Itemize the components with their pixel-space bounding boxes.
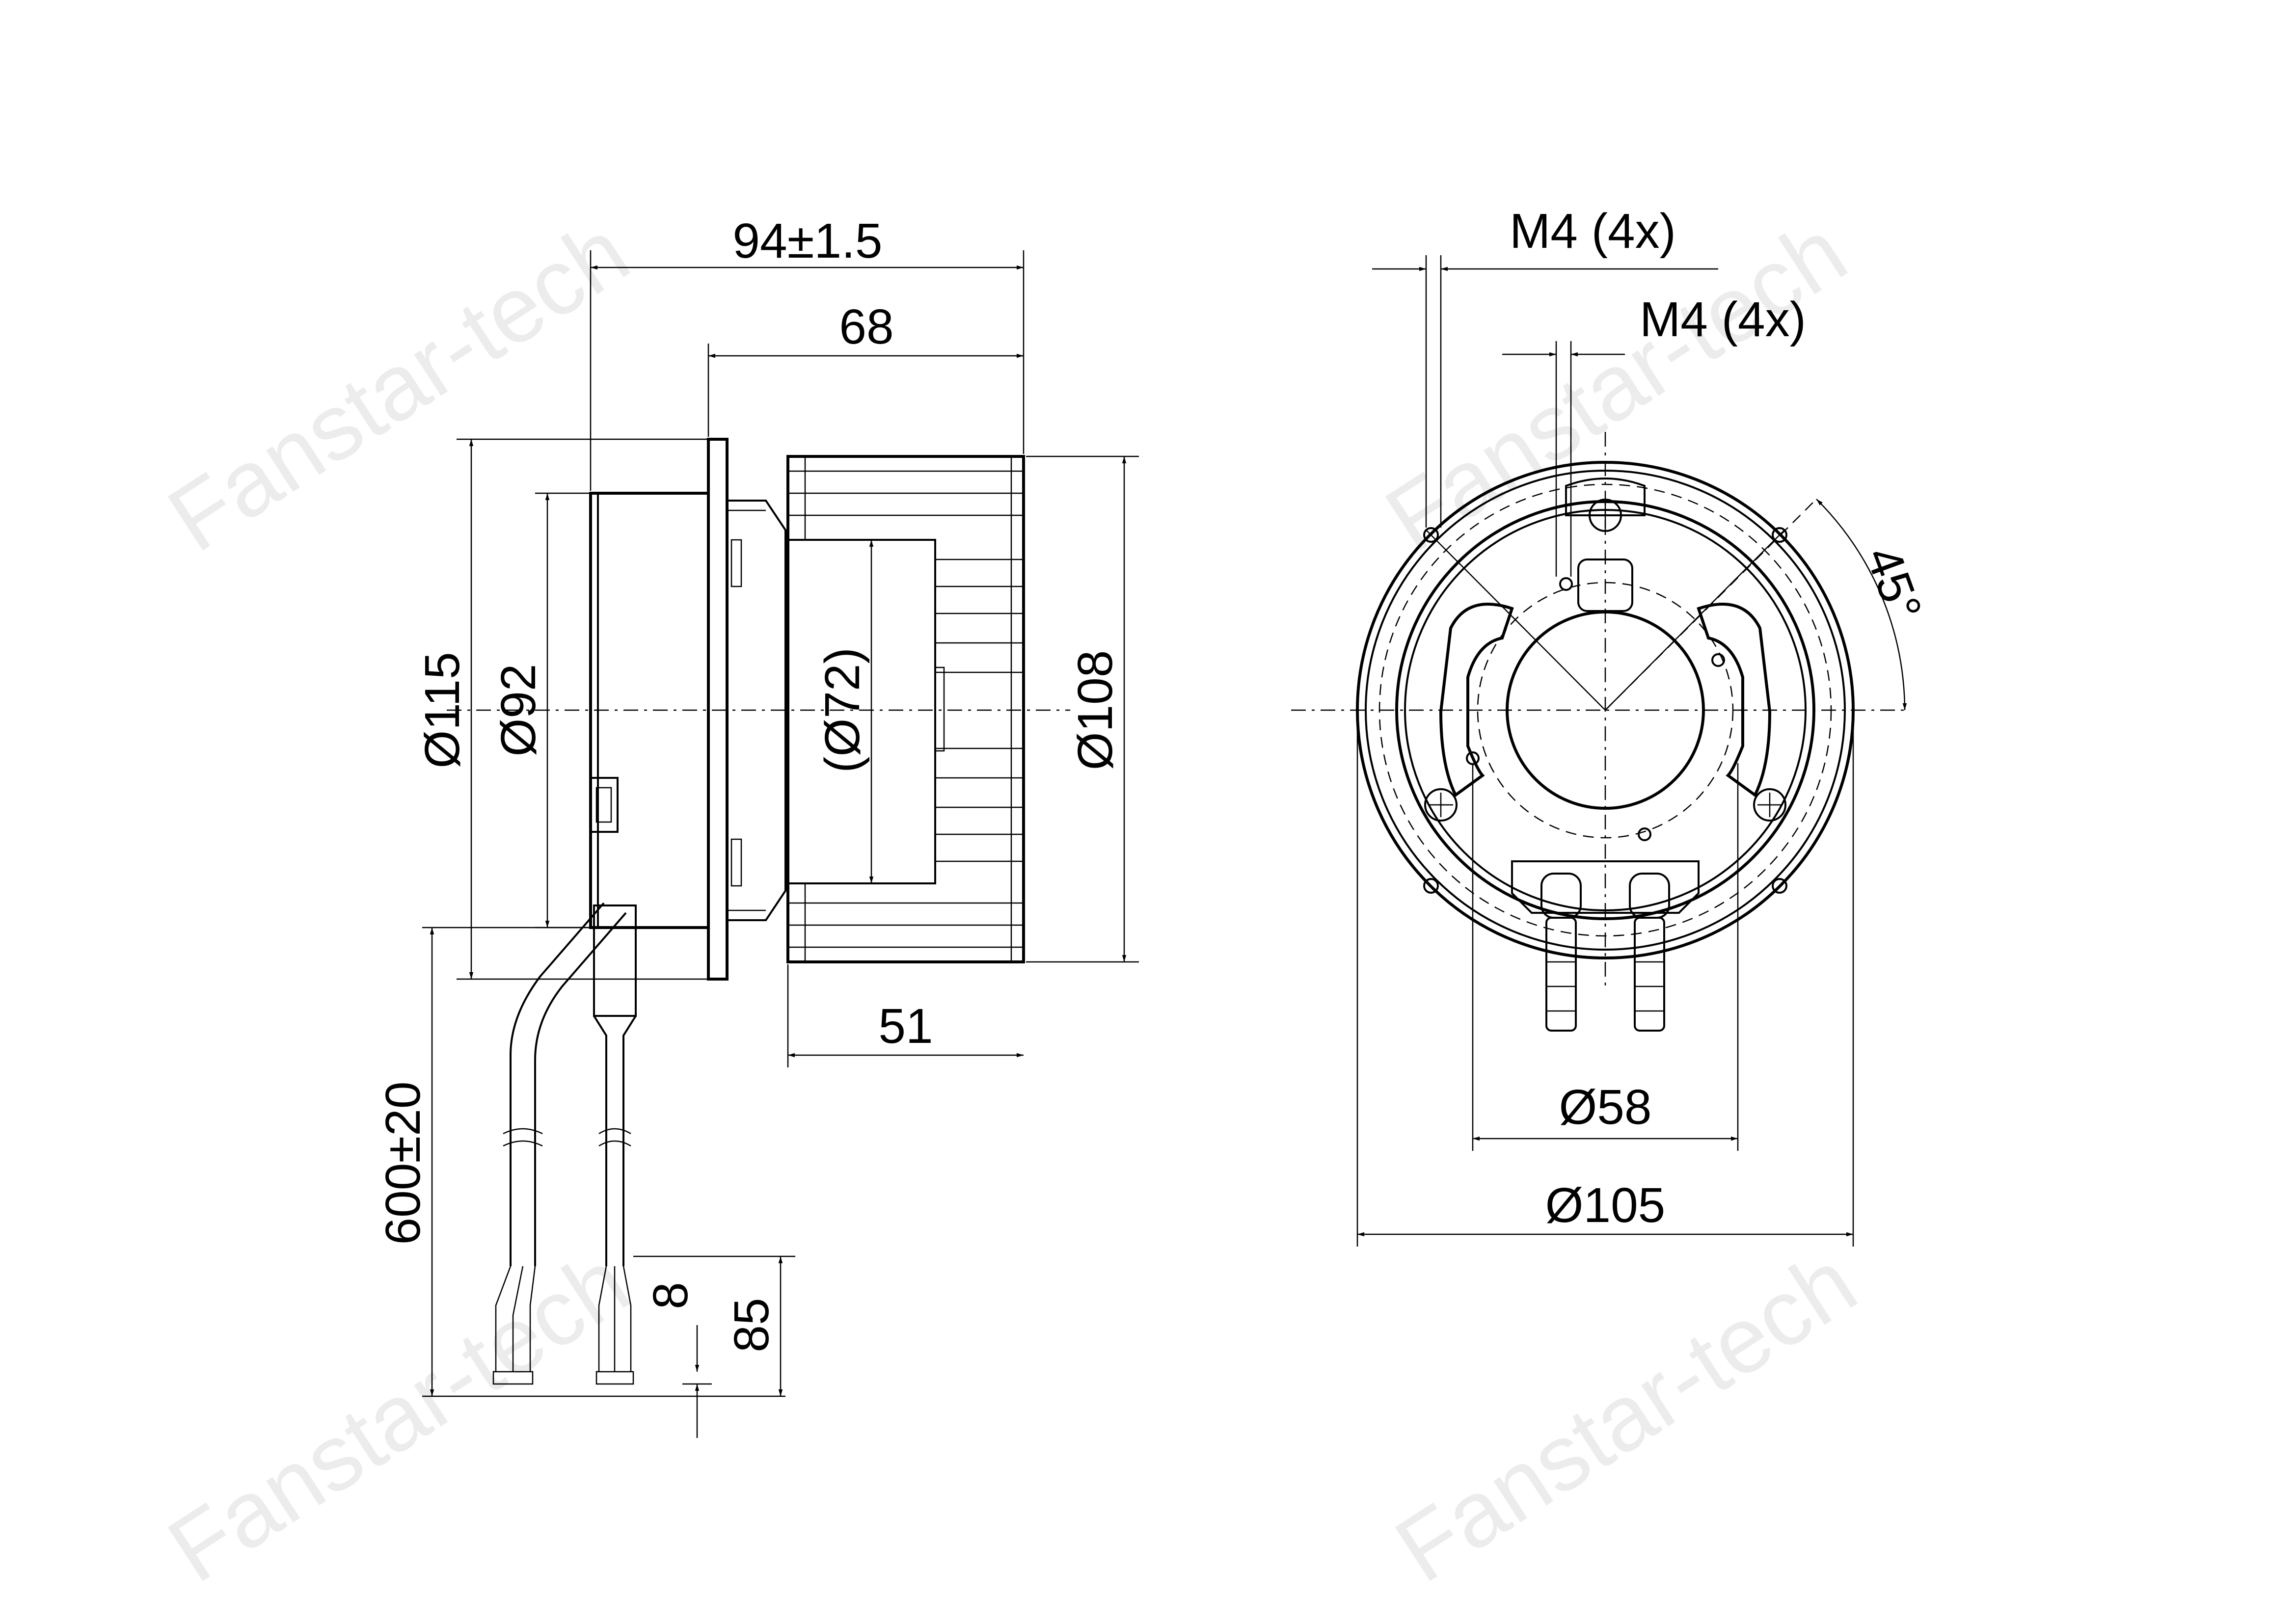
housing-circle (1395, 500, 1815, 920)
lead-cables (492, 902, 637, 1385)
screw-icon (1589, 499, 1622, 532)
angle-label: 45° (1855, 539, 1932, 628)
lead-length-label: 85 (724, 1298, 779, 1352)
overall-length-label: 94±1.5 (732, 213, 882, 268)
cable-length-label: 600±20 (376, 1082, 431, 1245)
left-slot (1439, 603, 1514, 798)
top-tab (1577, 558, 1633, 612)
screw-icon (1424, 788, 1458, 822)
impeller-blades (788, 456, 1024, 962)
watermark-text: Fanstar-tech (151, 1230, 647, 1602)
mounting-flange (707, 438, 729, 981)
front-extension-lines (1356, 255, 1854, 1247)
outer-bolt-circle-label: Ø105 (1545, 1178, 1666, 1233)
flange-step (726, 500, 786, 921)
watermark-layer: Fanstar-tech Fanstar-tech Fanstar-tech F… (151, 199, 1874, 1602)
side-extension-lines (422, 250, 1139, 1397)
watermark-text: Fanstar-tech (151, 199, 647, 572)
outer-flange-circle (1356, 461, 1855, 959)
housing-diameter-label: Ø92 (491, 664, 546, 756)
right-slot (1697, 603, 1772, 798)
side-view: 94±1.5 68 Ø115 Ø92 (Ø72) Ø108 51 600±20 … (376, 213, 1139, 1438)
impeller-width-label: 51 (878, 999, 933, 1054)
cable-glands (1540, 873, 1670, 1032)
motor-diameter-label: (Ø72) (815, 647, 870, 773)
front-dimension-lines (1357, 266, 1907, 1237)
body-length-label: 68 (839, 299, 893, 354)
bolt-circle-outer (1378, 483, 1832, 937)
cable-outlet-block (1511, 860, 1700, 914)
screw-icon (1753, 788, 1786, 822)
front-view: Ø105 Ø58 M4 (4x) M4 (4x) 45° (1291, 204, 1932, 1247)
impeller-diameter-label: Ø108 (1068, 650, 1123, 771)
flange-diameter-label: Ø115 (415, 652, 470, 768)
inner-bolt-circle-label: Ø58 (1559, 1080, 1651, 1135)
strip-length-label: 8 (643, 1282, 698, 1309)
mounting-screws (1424, 499, 1786, 822)
connector-box (590, 777, 619, 833)
bolt-circle-inner (1477, 582, 1734, 839)
threaded-holes (1423, 527, 1787, 894)
watermark-text: Fanstar-tech (1378, 1230, 1874, 1602)
side-dimension-lines (430, 265, 1127, 1438)
outer-thread-label: M4 (4x) (1510, 204, 1676, 259)
inner-thread-label: M4 (4x) (1640, 292, 1806, 347)
